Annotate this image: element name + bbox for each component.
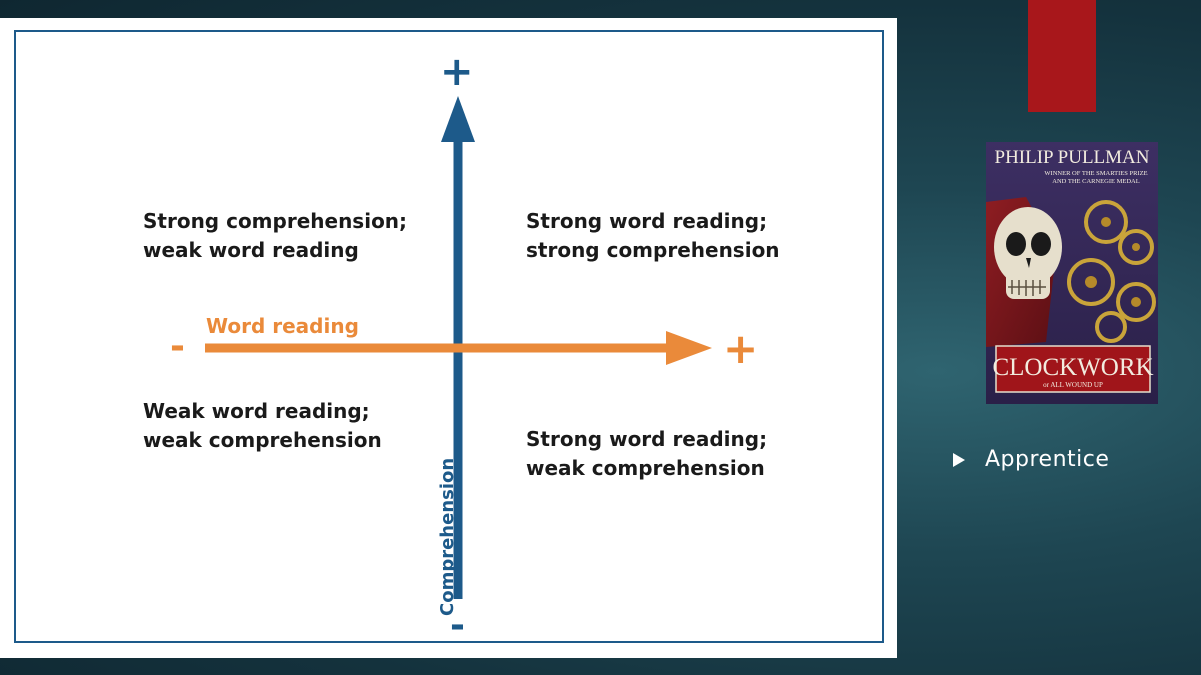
vertical-plus-sign: +: [440, 49, 474, 95]
cover-title-plate: [995, 345, 1151, 393]
quadrant-top-right-line-2: strong comprehension: [526, 238, 780, 262]
horizontal-minus-sign: -: [170, 326, 185, 367]
bullet-arrow-icon: [953, 452, 965, 467]
quadrant-top-left-line-1: Strong comprehension;: [143, 209, 408, 233]
quadrant-top-left: Strong comprehension; weak word reading: [143, 207, 407, 265]
quadrant-top-right-line-1: Strong word reading;: [526, 209, 768, 233]
cover-award-line-2: AND THE CARNEGIE MEDAL: [1052, 178, 1139, 185]
book-cover-image: PHILIP PULLMAN WINNER OF THE SMARTIES PR…: [986, 142, 1158, 404]
comprehension-axis-label: Comprehension: [437, 457, 458, 616]
reading-model-diagram: + - - + Word reading Comprehension Stron…: [0, 18, 897, 658]
quadrant-top-left-line-2: weak word reading: [143, 238, 359, 262]
quadrant-top-right: Strong word reading; strong comprehensio…: [526, 207, 780, 265]
horizontal-plus-sign: +: [723, 324, 759, 373]
horizontal-axis-arrowhead: [666, 331, 712, 365]
vertical-minus-sign: -: [450, 605, 465, 646]
cover-award-line-1: WINNER OF THE SMARTIES PRIZE: [1044, 170, 1147, 177]
quadrant-bottom-right-line-1: Strong word reading;: [526, 427, 768, 451]
quadrant-bottom-left-line-2: weak comprehension: [143, 428, 382, 452]
cover-author: PHILIP PULLMAN: [995, 147, 1150, 168]
cover-subtitle: or ALL WOUND UP: [1043, 381, 1103, 389]
bullet-item-apprentice: Apprentice: [953, 447, 1109, 472]
diagram-frame: [14, 30, 884, 643]
quadrant-bottom-right-line-2: weak comprehension: [526, 456, 765, 480]
cover-skull: [994, 207, 1062, 299]
bullet-text: Apprentice: [985, 447, 1110, 472]
vertical-axis-arrowhead: [441, 96, 475, 142]
cover-gears: [1067, 200, 1156, 343]
accent-tab: [1028, 0, 1096, 112]
quadrant-bottom-left: Weak word reading; weak comprehension: [143, 397, 382, 455]
word-reading-axis-label: Word reading: [206, 314, 359, 338]
quadrant-bottom-left-line-1: Weak word reading;: [143, 399, 370, 423]
quadrant-bottom-right: Strong word reading; weak comprehension: [526, 425, 767, 483]
cover-title: CLOCKWORK: [992, 354, 1153, 381]
diagram-axes: [205, 96, 712, 599]
